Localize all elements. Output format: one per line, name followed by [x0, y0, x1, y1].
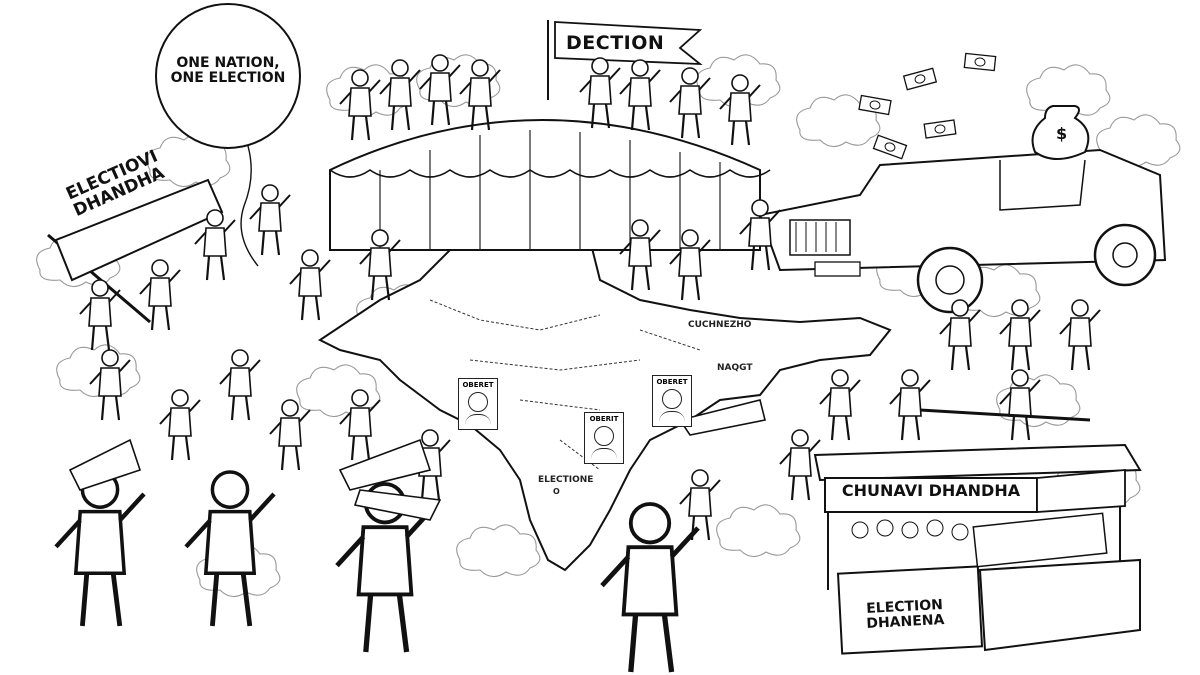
balloon-text: ONE NATION, ONE ELECTION — [170, 55, 286, 86]
poster-face-icon — [662, 389, 682, 409]
poster-title: OBERET — [462, 381, 494, 389]
poster-face-icon — [468, 392, 488, 412]
india-map — [318, 193, 892, 572]
election-stall — [813, 443, 1142, 655]
map-label-south-sub: O — [553, 487, 560, 496]
flag-text: DECTION — [566, 32, 665, 54]
stall-front-sign: ELECTION DHANENA — [865, 597, 945, 632]
poster-face-icon — [594, 426, 614, 446]
stall-sign: CHUNAVI DHANDHA — [841, 481, 1021, 500]
poster-title: OBERIT — [589, 415, 619, 423]
money-bag-symbol: $ — [1056, 124, 1068, 143]
flag — [554, 21, 703, 66]
campaign-poster: OBERET — [652, 375, 692, 427]
protest-banner — [47, 178, 224, 324]
jeep — [758, 148, 1167, 314]
map-label-south: ELECTIONE — [538, 475, 594, 485]
campaign-poster: OBERET — [458, 378, 498, 430]
megaphones — [68, 399, 1091, 521]
circus-tent — [329, 20, 771, 251]
map-label-northeast: CUCHNEZHO — [688, 320, 752, 330]
balloon — [155, 3, 301, 267]
poster-title: OBERET — [656, 378, 688, 386]
campaign-poster: OBERIT — [584, 412, 624, 464]
flying-money-bills — [858, 52, 997, 160]
money-bag-icon — [1031, 105, 1090, 160]
map-label-east: NAQGT — [717, 363, 753, 373]
